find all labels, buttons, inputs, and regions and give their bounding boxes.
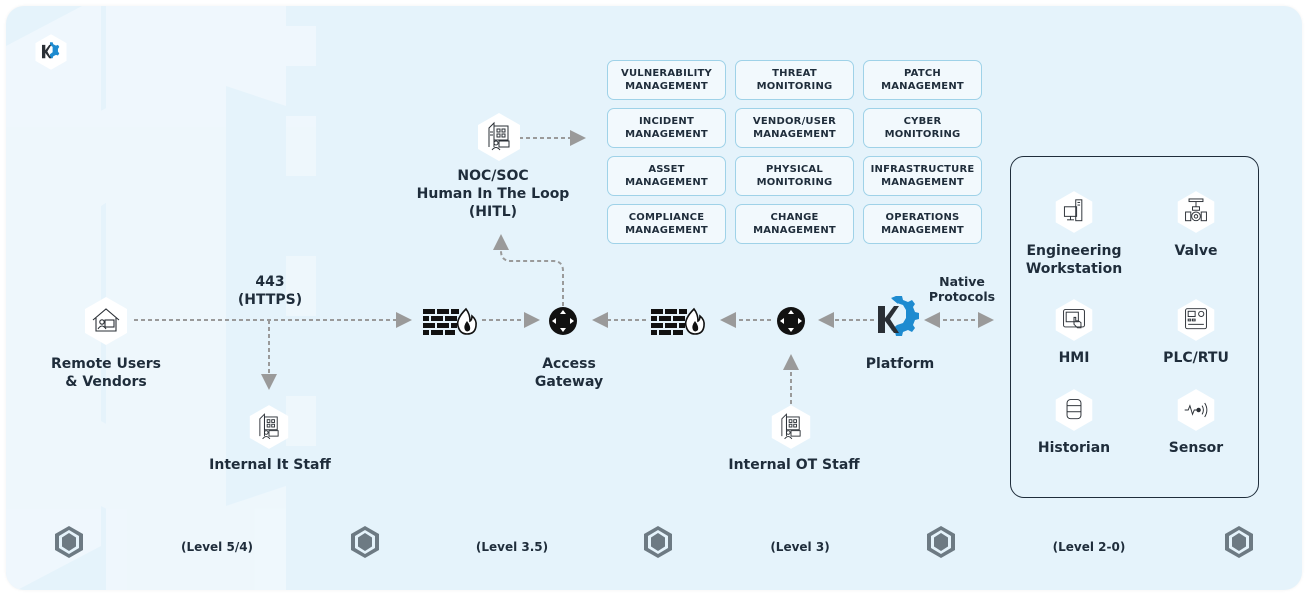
device-label-plc-rtu: PLC/RTU <box>1163 350 1229 366</box>
device-label-valve: Valve <box>1174 243 1218 259</box>
historian-badge <box>1054 388 1094 432</box>
valve-icon <box>1185 198 1207 222</box>
https-port-label: 443 (HTTPS) <box>237 274 303 308</box>
device-label-historian: Historian <box>1037 440 1111 456</box>
router-icon <box>549 307 577 335</box>
sensor-badge <box>1176 388 1216 432</box>
k-gear-logo-icon[interactable] <box>874 294 924 346</box>
engineering-workstation-badge <box>1054 190 1094 234</box>
level-divider-hex-icon <box>351 526 379 558</box>
level-divider-hex-icon <box>644 526 672 558</box>
office-building-user-icon <box>781 413 801 440</box>
background-watermark-logo <box>6 6 316 590</box>
level-label-5-4: (Level 5/4) <box>180 540 254 554</box>
home-office-user-icon <box>92 308 120 332</box>
plc-controller-icon <box>1185 308 1207 330</box>
access-gateway-label: Access Gateway <box>534 356 604 390</box>
platform-label: Platform <box>865 356 935 372</box>
firewall-icon <box>423 307 477 335</box>
office-building-user-icon <box>259 413 279 440</box>
level-divider-hex-icon <box>1225 526 1253 558</box>
level-label-2-0: (Level 2-0) <box>1052 540 1126 554</box>
hmi-badge <box>1054 298 1094 342</box>
noc-soc-badge <box>476 112 522 162</box>
internal-it-badge <box>248 404 290 450</box>
k-gear-logo-icon <box>41 42 60 59</box>
firewall-icon <box>651 307 705 335</box>
device-label-engineering-workstation: Engineering Workstation <box>1025 243 1123 277</box>
internal-ot-label: Internal OT Staff <box>728 457 860 473</box>
noc-soc-label: NOC/SOC Human In The Loop (HITL) <box>416 168 570 220</box>
remote-users-label: Remote Users & Vendors <box>51 356 161 390</box>
level-divider-hex-icon <box>55 526 83 558</box>
internal-ot-badge <box>770 404 812 450</box>
field-devices-box <box>1010 156 1259 498</box>
hmi-touchscreen-icon <box>1063 309 1085 329</box>
level-divider-hex-icon <box>927 526 955 558</box>
device-label-hmi: HMI <box>1058 350 1090 366</box>
workstation-icon <box>1063 199 1083 222</box>
remote-users-badge <box>83 296 129 346</box>
native-protocols-label: Native Protocols <box>928 274 996 304</box>
database-icon <box>1066 399 1082 420</box>
level-label-3-5: (Level 3.5) <box>475 540 549 554</box>
valve-badge <box>1176 190 1216 234</box>
office-building-user-icon <box>488 121 510 151</box>
router-icon <box>777 307 805 335</box>
plc-rtu-badge <box>1176 298 1216 342</box>
internal-it-label: Internal It Staff <box>209 457 331 473</box>
level-label-3: (Level 3) <box>770 540 830 554</box>
sensor-signal-icon <box>1184 402 1208 418</box>
device-label-sensor: Sensor <box>1168 440 1224 456</box>
logo-badge <box>34 33 68 71</box>
